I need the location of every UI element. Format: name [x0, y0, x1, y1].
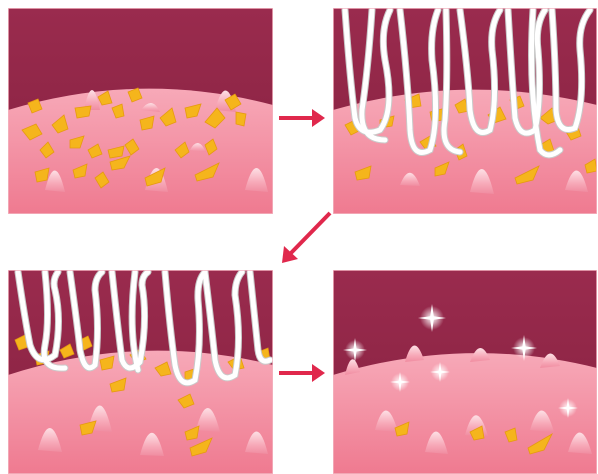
panel-2 [333, 8, 597, 214]
panel-1 [8, 8, 273, 214]
panel-3 [8, 270, 273, 474]
arrows [279, 109, 330, 382]
arrow-down-left-icon [282, 213, 330, 263]
panel-4 [333, 270, 597, 474]
debris-flake [236, 112, 246, 126]
arrow-right-icon [279, 109, 325, 127]
debris-flake [75, 106, 91, 118]
arrow-right-icon [279, 364, 325, 382]
panel-4-skin [333, 353, 597, 474]
